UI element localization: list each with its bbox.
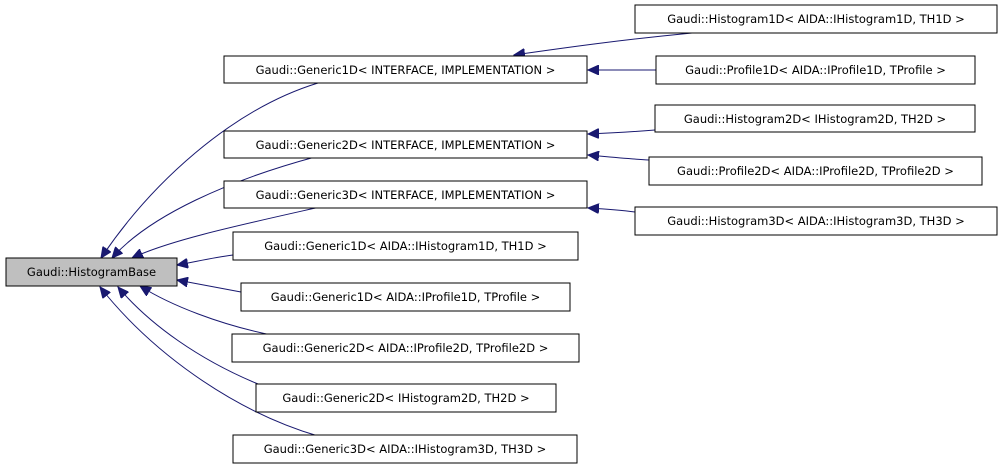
edge-generic1d-to-base	[101, 82, 319, 258]
edge-generic3d-to-base	[132, 206, 321, 258]
node-profile1d[interactable]: Gaudi::Profile1D< AIDA::IProfile1D, TPro…	[655, 55, 976, 85]
node-generic1d-profile1d[interactable]: Gaudi::Generic1D< AIDA::IProfile1D, TPro…	[240, 282, 571, 312]
node-label: Gaudi::Histogram1D< AIDA::IHistogram1D, …	[667, 12, 965, 26]
node-label: Gaudi::HistogramBase	[27, 265, 156, 279]
node-label: Gaudi::Histogram2D< IHistogram2D, TH2D >	[684, 112, 946, 126]
node-profile2d[interactable]: Gaudi::Profile2D< AIDA::IProfile2D, TPro…	[648, 156, 983, 186]
edge-generic1d-histo-to-base	[177, 254, 234, 265]
node-label: Gaudi::Generic2D< AIDA::IProfile2D, TPro…	[263, 341, 549, 355]
node-label: Gaudi::Generic3D< INTERFACE, IMPLEMENTAT…	[256, 188, 556, 202]
edges	[100, 32, 693, 437]
edge-generic1d-prof-to-base	[177, 280, 242, 293]
node-label: Gaudi::Profile2D< AIDA::IProfile2D, TPro…	[677, 164, 954, 178]
node-label: Gaudi::Generic1D< AIDA::IProfile1D, TPro…	[271, 290, 541, 304]
node-label: Gaudi::Generic2D< IHistogram2D, TH2D >	[282, 391, 529, 405]
edge-histogram2d-to-generic2d	[588, 130, 656, 134]
node-histogram2d[interactable]: Gaudi::Histogram2D< IHistogram2D, TH2D >	[654, 104, 976, 133]
node-generic1d-histogram1d[interactable]: Gaudi::Generic1D< AIDA::IHistogram1D, TH…	[232, 231, 579, 261]
edge-histogram3d-to-generic3d	[588, 208, 636, 212]
node-generic2d-histogram2d[interactable]: Gaudi::Generic2D< IHistogram2D, TH2D >	[255, 383, 557, 413]
node-generic2d-profile2d[interactable]: Gaudi::Generic2D< AIDA::IProfile2D, TPro…	[231, 333, 580, 363]
node-histogram-base[interactable]: Gaudi::HistogramBase	[5, 257, 178, 287]
node-generic1d[interactable]: Gaudi::Generic1D< INTERFACE, IMPLEMENTAT…	[223, 55, 588, 84]
node-label: Gaudi::Generic2D< INTERFACE, IMPLEMENTAT…	[256, 138, 556, 152]
node-label: Gaudi::Histogram3D< AIDA::IHistogram3D, …	[667, 214, 965, 228]
node-histogram3d[interactable]: Gaudi::Histogram3D< AIDA::IHistogram3D, …	[634, 206, 998, 236]
node-generic3d-histogram3d[interactable]: Gaudi::Generic3D< AIDA::IHistogram3D, TH…	[232, 434, 578, 464]
node-label: Gaudi::Generic3D< AIDA::IHistogram3D, TH…	[264, 442, 547, 456]
edge-generic2d-prof-to-base	[140, 286, 277, 337]
edge-generic2d-histo-to-base	[118, 287, 259, 385]
node-label: Gaudi::Profile1D< AIDA::IProfile1D, TPro…	[685, 63, 946, 77]
edge-generic2d-to-base	[112, 156, 316, 258]
edge-generic3d-histo-to-base	[100, 287, 319, 437]
edge-histogram1d-to-generic1d	[514, 32, 693, 55]
node-label: Gaudi::Generic1D< AIDA::IHistogram1D, TH…	[264, 239, 547, 253]
node-histogram1d[interactable]: Gaudi::Histogram1D< AIDA::IHistogram1D, …	[634, 4, 998, 34]
node-generic2d[interactable]: Gaudi::Generic2D< INTERFACE, IMPLEMENTAT…	[223, 130, 588, 159]
edge-profile2d-to-generic2d	[588, 155, 650, 160]
node-label: Gaudi::Generic1D< INTERFACE, IMPLEMENTAT…	[256, 63, 556, 77]
node-generic3d[interactable]: Gaudi::Generic3D< INTERFACE, IMPLEMENTAT…	[223, 180, 588, 209]
